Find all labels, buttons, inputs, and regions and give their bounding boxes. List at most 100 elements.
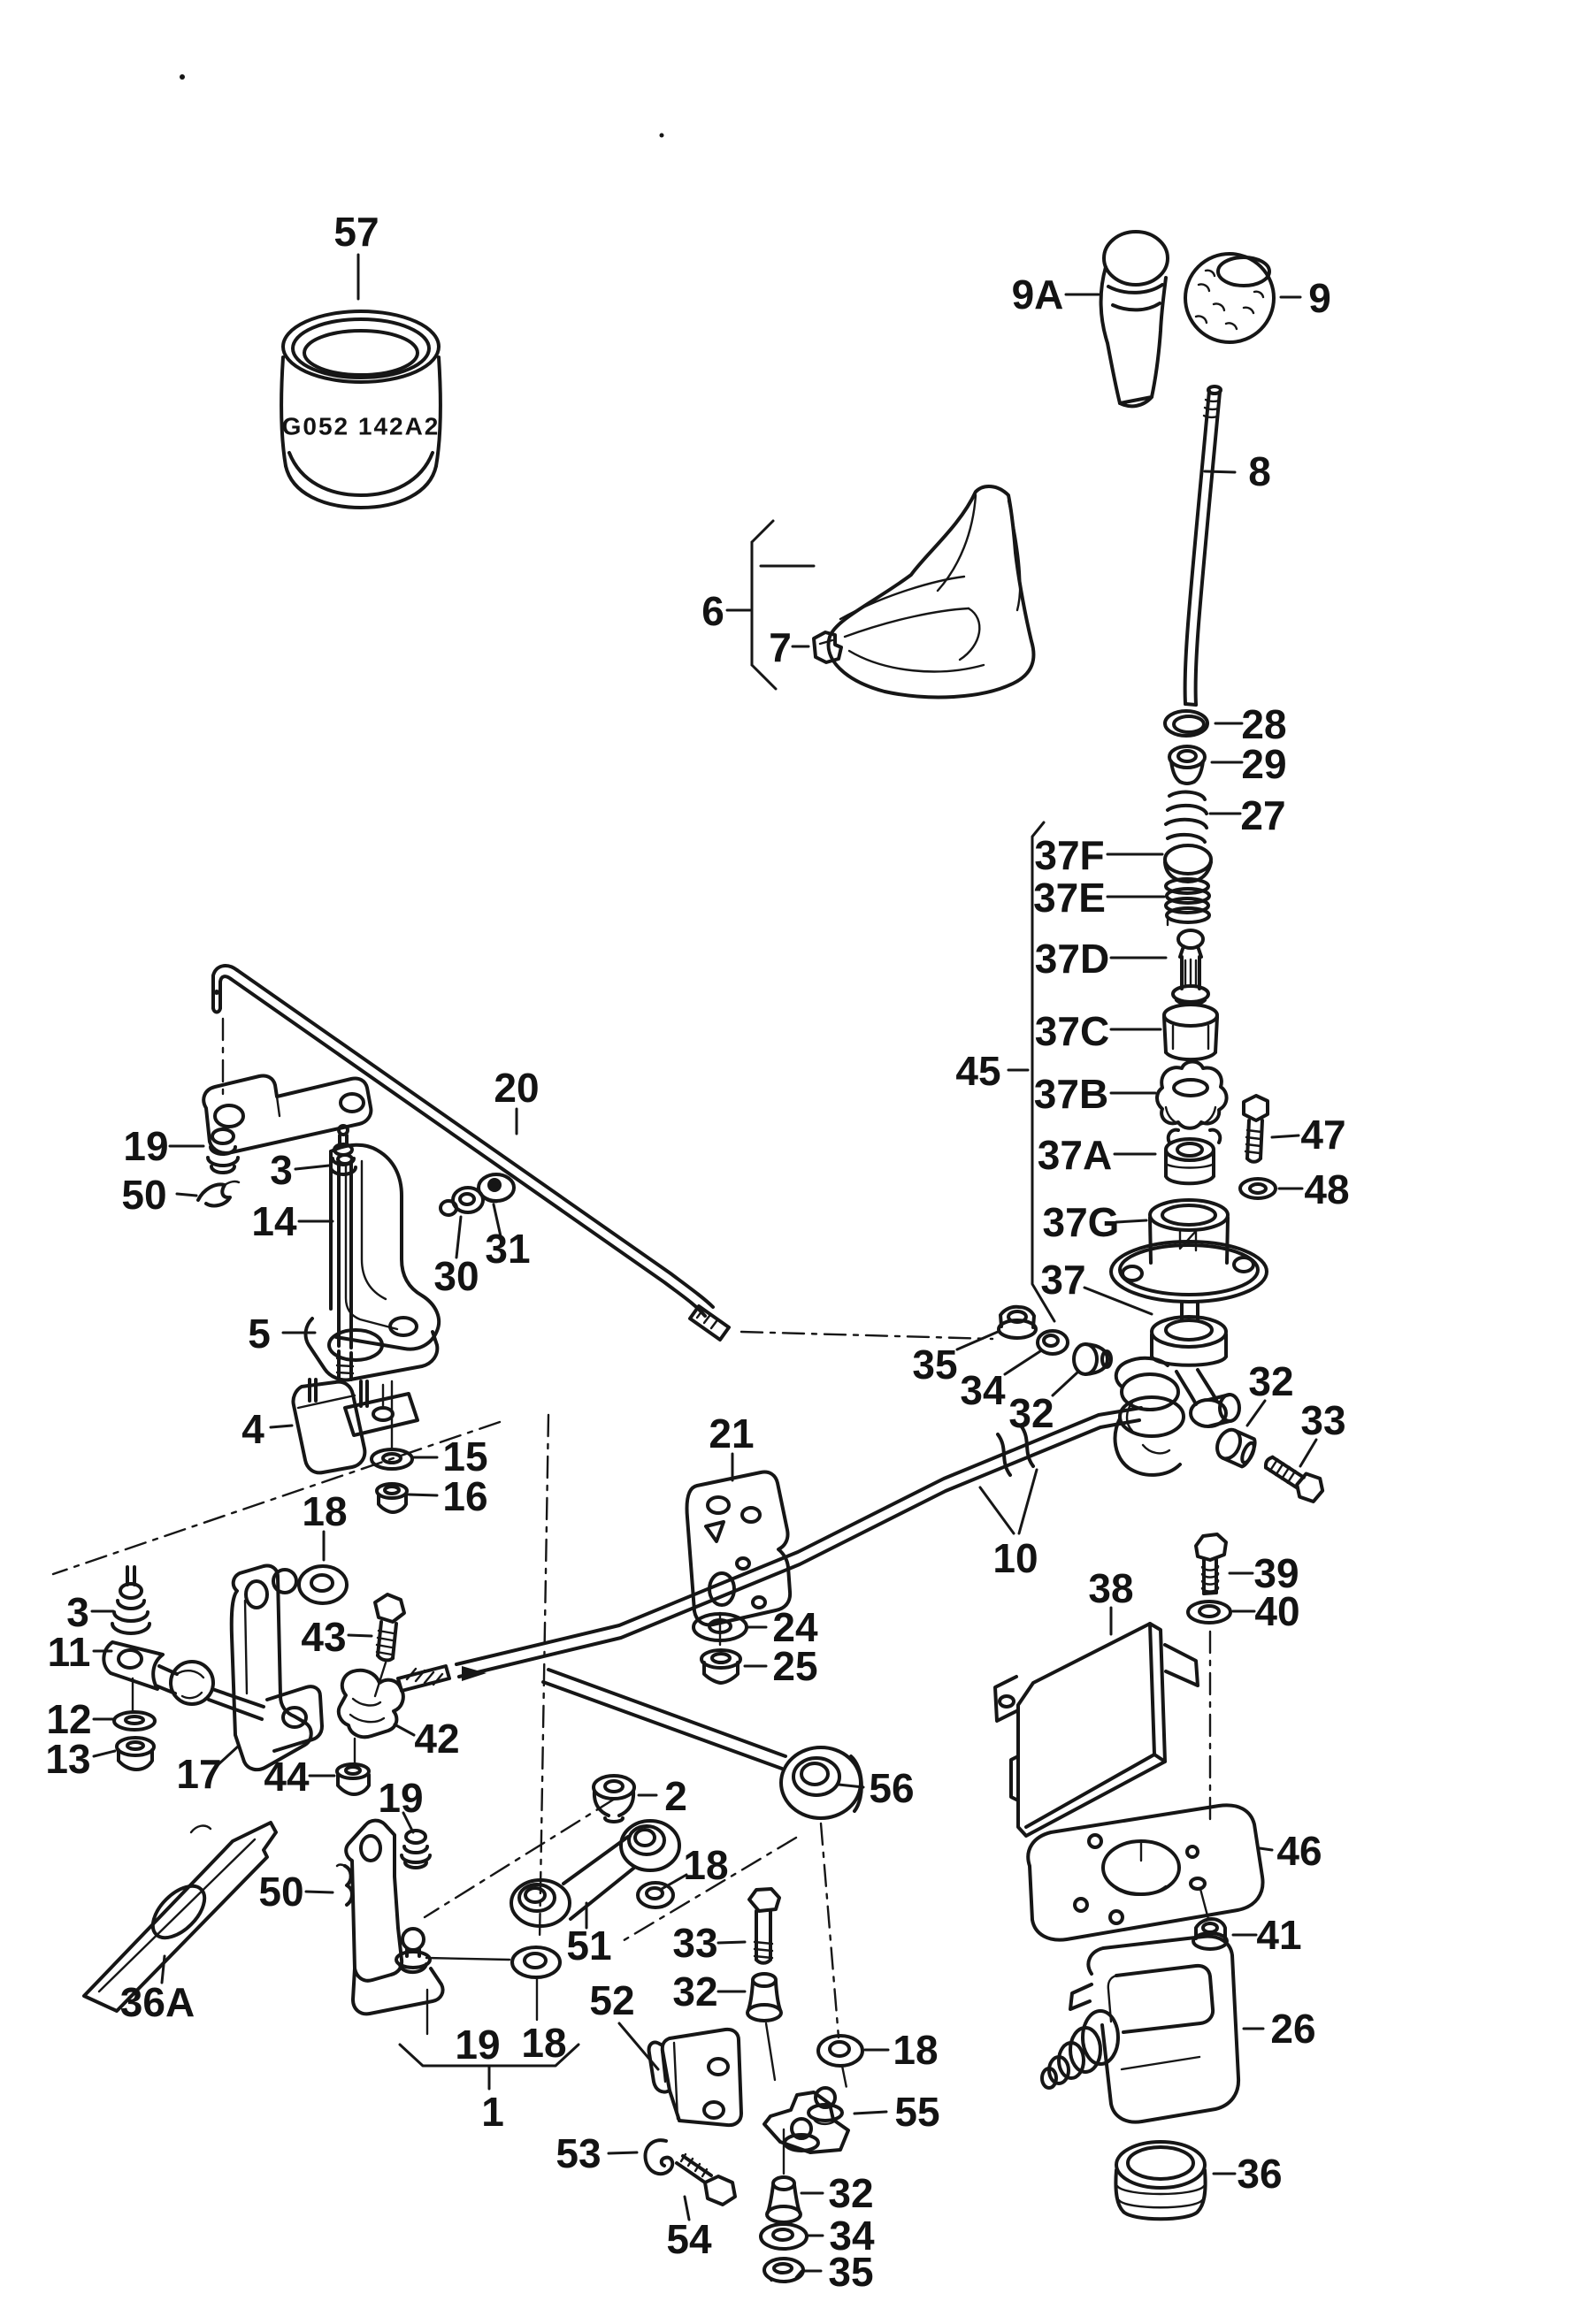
part-label-47: 47 — [1300, 1112, 1345, 1158]
part-label-45: 45 — [955, 1048, 1000, 1094]
part-35-nut-bottom — [763, 2257, 805, 2283]
part-16-nut — [375, 1482, 409, 1514]
part-label-33: 33 — [672, 1920, 717, 1966]
part-label-38: 38 — [1088, 1565, 1133, 1611]
part-29-cap — [1168, 745, 1207, 785]
part-35-nut-mid — [997, 1304, 1038, 1340]
part-label-3: 3 — [66, 1589, 89, 1635]
part-label-43: 43 — [301, 1614, 346, 1660]
part-label-32: 32 — [672, 1969, 717, 2014]
part-label-35: 35 — [828, 2249, 873, 2295]
part-33-bolt-right — [1263, 1455, 1325, 1503]
part-label-9A: 9A — [1012, 271, 1064, 317]
part-40-washer — [1186, 1600, 1232, 1625]
part-label-18: 18 — [893, 2027, 938, 2073]
part-label-6: 6 — [701, 588, 724, 634]
part-18-washer-a — [297, 1564, 349, 1605]
part-32-bushing-mid — [1072, 1342, 1113, 1376]
part-37f-cap — [1163, 844, 1213, 883]
part-label-21: 21 — [709, 1410, 754, 1456]
part-label-42: 42 — [414, 1716, 459, 1762]
part-27-spring — [1164, 790, 1208, 844]
part-38-cover — [993, 1622, 1199, 1838]
part-label-56: 56 — [869, 1765, 914, 1811]
part-label-18: 18 — [683, 1842, 728, 1888]
construction-axes — [51, 1017, 1212, 2094]
part-label-32: 32 — [1008, 1390, 1054, 1436]
part-label-50: 50 — [258, 1869, 303, 1915]
part-57-fluid-canister: G052 142A2 — [280, 310, 442, 509]
part-label-19: 19 — [378, 1775, 423, 1821]
part-label-36: 36 — [1237, 2151, 1282, 2197]
part-56-rod-eye — [541, 1668, 863, 1820]
part-label-54: 54 — [666, 2216, 712, 2262]
part-20-rod — [211, 964, 731, 1342]
part-label-35: 35 — [912, 1342, 957, 1388]
part-36a-blade — [82, 1821, 278, 2013]
part-37b-star-nut — [1155, 1059, 1229, 1130]
part-label-57: 57 — [333, 209, 379, 255]
part-label-29: 29 — [1241, 741, 1286, 787]
part-6-shift-boot — [826, 485, 1036, 699]
part-44-nut — [335, 1737, 371, 1796]
canister-label-text: G052 142A2 — [282, 413, 441, 440]
part-label-46: 46 — [1276, 1828, 1322, 1874]
part-48-washer — [1238, 1177, 1277, 1200]
part-label-33: 33 — [1300, 1397, 1345, 1443]
part-14-rod — [335, 1153, 355, 1381]
part-label-5: 5 — [248, 1311, 271, 1357]
part-label-7: 7 — [769, 624, 792, 670]
selector-rod — [396, 1406, 1143, 1693]
part-label-30: 30 — [433, 1253, 479, 1299]
part-30-washer — [451, 1186, 485, 1214]
print-specks — [180, 74, 664, 138]
part-9a-shift-knob — [1099, 230, 1169, 409]
part-label-32: 32 — [828, 2170, 873, 2216]
part-label-27: 27 — [1240, 792, 1285, 838]
part-15-washer — [370, 1380, 414, 1471]
part-34-washer-bottom — [759, 2222, 808, 2251]
part-label-1: 1 — [481, 2089, 504, 2135]
part-41-nut — [1192, 1917, 1229, 1951]
part-42-clamp — [336, 1668, 405, 1739]
part-label-14: 14 — [251, 1198, 297, 1244]
part-19-buffer-top — [206, 1128, 240, 1174]
part-label-13: 13 — [45, 1736, 90, 1782]
part-label-55: 55 — [894, 2089, 939, 2135]
part-51-link — [510, 1819, 681, 1928]
part-label-25: 25 — [772, 1643, 817, 1689]
part-25-nut — [700, 1648, 742, 1685]
part-37d-pin — [1171, 929, 1210, 1006]
part-label-15: 15 — [442, 1433, 487, 1479]
part-7-clip — [812, 631, 843, 664]
part-label-24: 24 — [772, 1604, 818, 1650]
part-label-34: 34 — [829, 2213, 875, 2259]
part-11-link — [102, 1640, 215, 1714]
part-8-shift-rod — [1183, 385, 1222, 707]
part-32-bushing-lower — [746, 1972, 783, 2022]
part-label-31: 31 — [485, 1226, 530, 1272]
part-47-bolt — [1242, 1094, 1269, 1164]
part-label-28: 28 — [1241, 701, 1286, 747]
direction-arrow — [462, 1666, 487, 1681]
part-label-8: 8 — [1248, 448, 1271, 494]
part-54-bolt — [675, 2152, 737, 2206]
part-label-17: 17 — [176, 1751, 221, 1797]
part-18-washer-left-bottom — [510, 1946, 562, 1979]
part-label-37F: 37F — [1034, 832, 1104, 878]
part-label-39: 39 — [1253, 1550, 1299, 1596]
part-label-37C: 37C — [1035, 1008, 1109, 1054]
part-label-19: 19 — [455, 2022, 500, 2068]
part-1-bracket-assembly — [344, 1818, 445, 2016]
part-label-36A: 36A — [120, 1979, 195, 2025]
part-label-37E: 37E — [1033, 875, 1106, 921]
part-label-12: 12 — [46, 1696, 91, 1742]
part-19-buffer-mid — [400, 1829, 432, 1869]
part-12-washer — [112, 1710, 157, 1732]
part-37-socket — [1150, 1315, 1241, 1428]
part-label-50: 50 — [121, 1172, 166, 1218]
leader-lines — [90, 253, 1318, 2273]
